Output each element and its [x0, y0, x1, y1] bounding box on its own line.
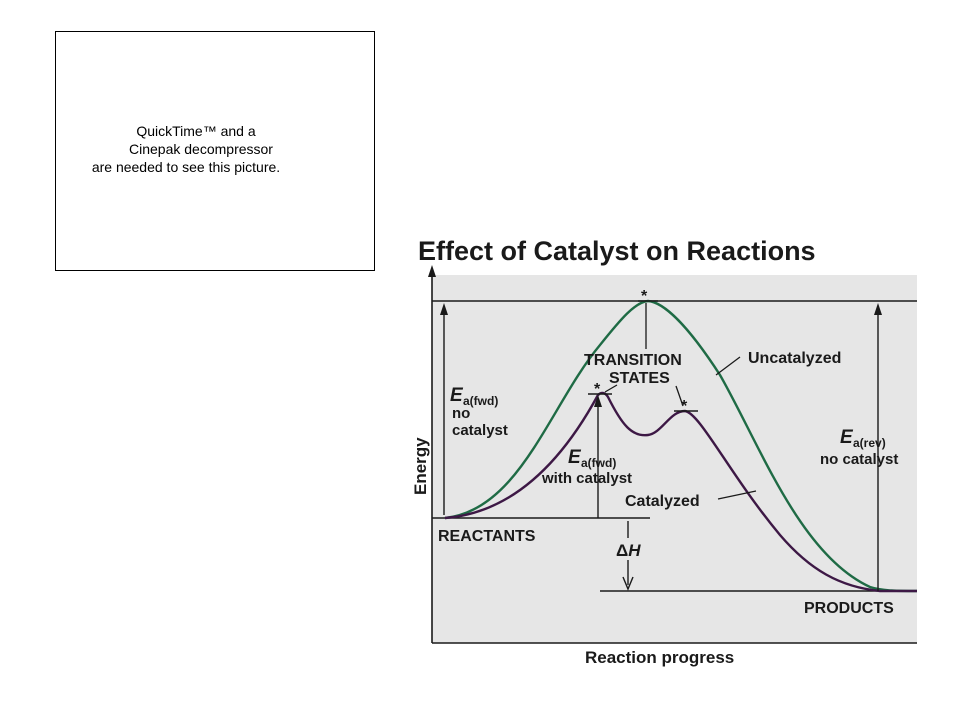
ts-star-catalyzed-2: *: [681, 398, 688, 415]
catalyzed-curve: [444, 391, 917, 593]
y-axis-arrowhead: [428, 265, 436, 277]
delta-h-label-bg: [612, 538, 646, 560]
ea-fwd-nocat-arrowhead: [440, 303, 448, 315]
placeholder-line-2: Cinepak decompressor: [129, 141, 273, 157]
y-axis-label: Energy: [411, 437, 430, 495]
placeholder-message: QuickTime™ and a Cinepak decompressor ar…: [56, 122, 376, 176]
ea-fwd-nocat-catalyst: catalyst: [452, 422, 508, 439]
catalyzed-leader: [717, 490, 757, 500]
ts-label-line-2: STATES: [609, 370, 670, 387]
placeholder-line-1: QuickTime™ and a: [136, 123, 256, 139]
products-label: PRODUCTS: [804, 600, 894, 617]
ea-rev-arrowhead: [874, 303, 882, 315]
ts-star-catalyzed-1: *: [594, 381, 601, 398]
ea-fwd-nocat-no: no: [452, 405, 470, 422]
diagram-title: Effect of Catalyst on Reactions: [418, 236, 816, 266]
ts-pointer-right: [675, 385, 684, 407]
ea-rev-subscript: a(rev): [853, 436, 886, 450]
ts-star-uncatalyzed: *: [641, 288, 648, 305]
ea-fwd-nocat-symbol: E: [450, 385, 464, 406]
uncatalyzed-label: Uncatalyzed: [748, 350, 841, 367]
video-placeholder: QuickTime™ and a Cinepak decompressor ar…: [55, 31, 375, 271]
catalyzed-label: Catalyzed: [625, 493, 700, 510]
ea-fwd-cat-subscript: a(fwd): [581, 456, 616, 470]
uncatalyzed-curve: [444, 299, 918, 593]
uncatalyzed-leader: [715, 356, 741, 376]
ea-fwd-cat-arrowhead: [594, 395, 602, 407]
ts-pointer-left: [604, 384, 618, 393]
ea-fwd-nocat-subscript: a(fwd): [463, 394, 498, 408]
ea-rev-text: no catalyst: [820, 451, 898, 468]
x-axis-label: Reaction progress: [585, 648, 734, 667]
delta-h-arrowhead: [622, 576, 634, 591]
catalyst-energy-diagram: Effect of Catalyst on Reactions * * * TR…: [411, 236, 918, 667]
placeholder-line-3: are needed to see this picture.: [91, 159, 281, 175]
reactants-label: REACTANTS: [438, 528, 536, 545]
plot-panel: [432, 275, 917, 643]
ea-fwd-cat-symbol: E: [568, 447, 582, 468]
ts-label-line-1: TRANSITION: [584, 352, 682, 369]
ea-rev-symbol: E: [840, 427, 854, 448]
ea-fwd-cat-text: with catalyst: [541, 470, 632, 487]
delta-h-symbol: ΔH: [616, 541, 641, 560]
